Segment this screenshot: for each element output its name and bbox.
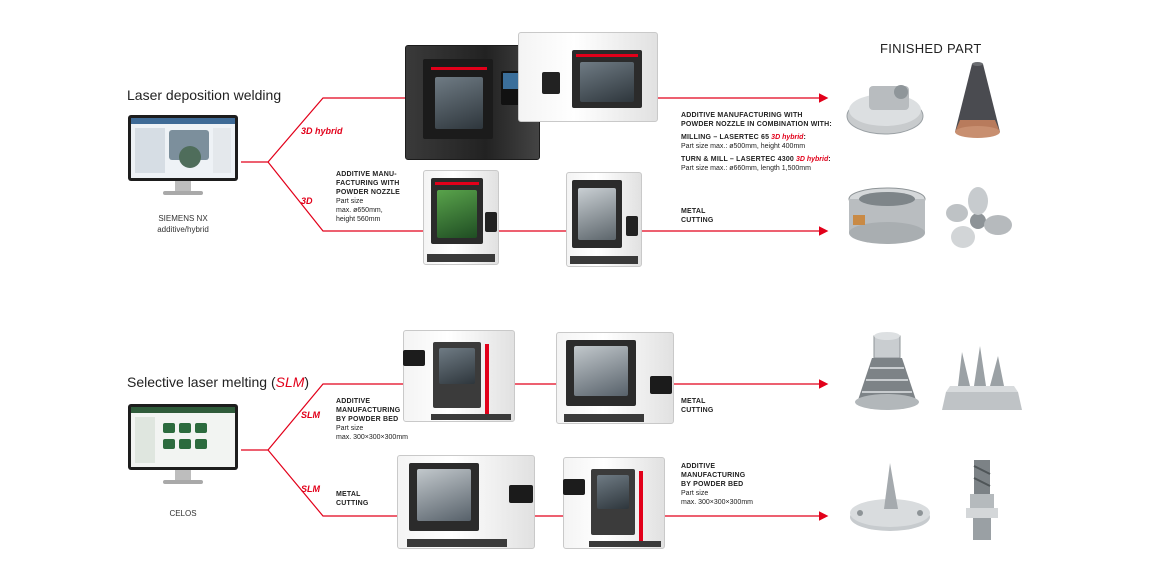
celos-monitor-icon <box>128 404 238 486</box>
slm-part-tool-holder-icon <box>966 460 998 540</box>
slm-part-fin-icon <box>850 463 930 531</box>
siemens-nx-caption: SIEMENS NX additive/hybrid <box>157 214 209 234</box>
slm-top-metal-cutting-label: METAL CUTTING <box>681 398 714 414</box>
3d-part-ring-icon <box>848 187 926 244</box>
hybrid-description-block: ADDITIVE MANUFACTURING WITH POWDER NOZZL… <box>681 112 832 172</box>
branch-label-3d-hybrid: 3D hybrid <box>301 126 343 136</box>
hybrid-part-housing-icon <box>846 85 924 135</box>
branch-label-slm-top: SLM <box>301 410 320 420</box>
3d-flow-arrow <box>267 161 829 236</box>
slm-part-lattice-icon <box>855 332 919 410</box>
branch-label-3d: 3D <box>301 196 313 206</box>
lasertec-65-hybrid-machine-icon <box>405 45 540 160</box>
slm-top-description-block: ADDITIVE MANUFACTURING BY POWDER BED Par… <box>336 398 408 441</box>
lasertec-30-slm-machine-bottom-icon <box>563 457 665 549</box>
lasertec-30-slm-machine-top-icon <box>403 330 515 422</box>
3d-part-propeller-icon <box>946 187 1012 248</box>
3d-metal-cutting-label: METAL CUTTING <box>681 208 714 224</box>
branch-label-slm-bottom: SLM <box>301 484 320 494</box>
finished-part-title: FINISHED PART <box>880 41 982 56</box>
slm-part-baseplate-icon <box>942 346 1022 410</box>
slm-bottom-metal-cutting-label: METAL CUTTING <box>336 491 369 507</box>
3d-description-block: ADDITIVE MANU- FACTURING WITH POWDER NOZ… <box>336 171 401 223</box>
slm-bottom-description-block: ADDITIVE MANUFACTURING BY POWDER BED Par… <box>681 463 753 506</box>
slm-top-flow-arrow <box>241 379 829 451</box>
slm-title: Selective laser melting (SLM) <box>127 374 310 390</box>
laser-deposition-title: Laser deposition welding <box>127 87 282 103</box>
celos-caption: CELOS <box>169 509 197 518</box>
metal-cutting-machine-slm-bottom-icon <box>397 455 535 549</box>
metal-cutting-machine-slm-top-icon <box>556 332 674 424</box>
lasertec-3d-machine-icon <box>423 170 499 265</box>
metal-cutting-machine-3d-icon <box>566 172 642 267</box>
siemens-nx-monitor-icon <box>128 115 238 197</box>
lasertec-4300-hybrid-machine-icon <box>518 32 658 122</box>
hybrid-part-nozzle-icon <box>955 62 1000 138</box>
